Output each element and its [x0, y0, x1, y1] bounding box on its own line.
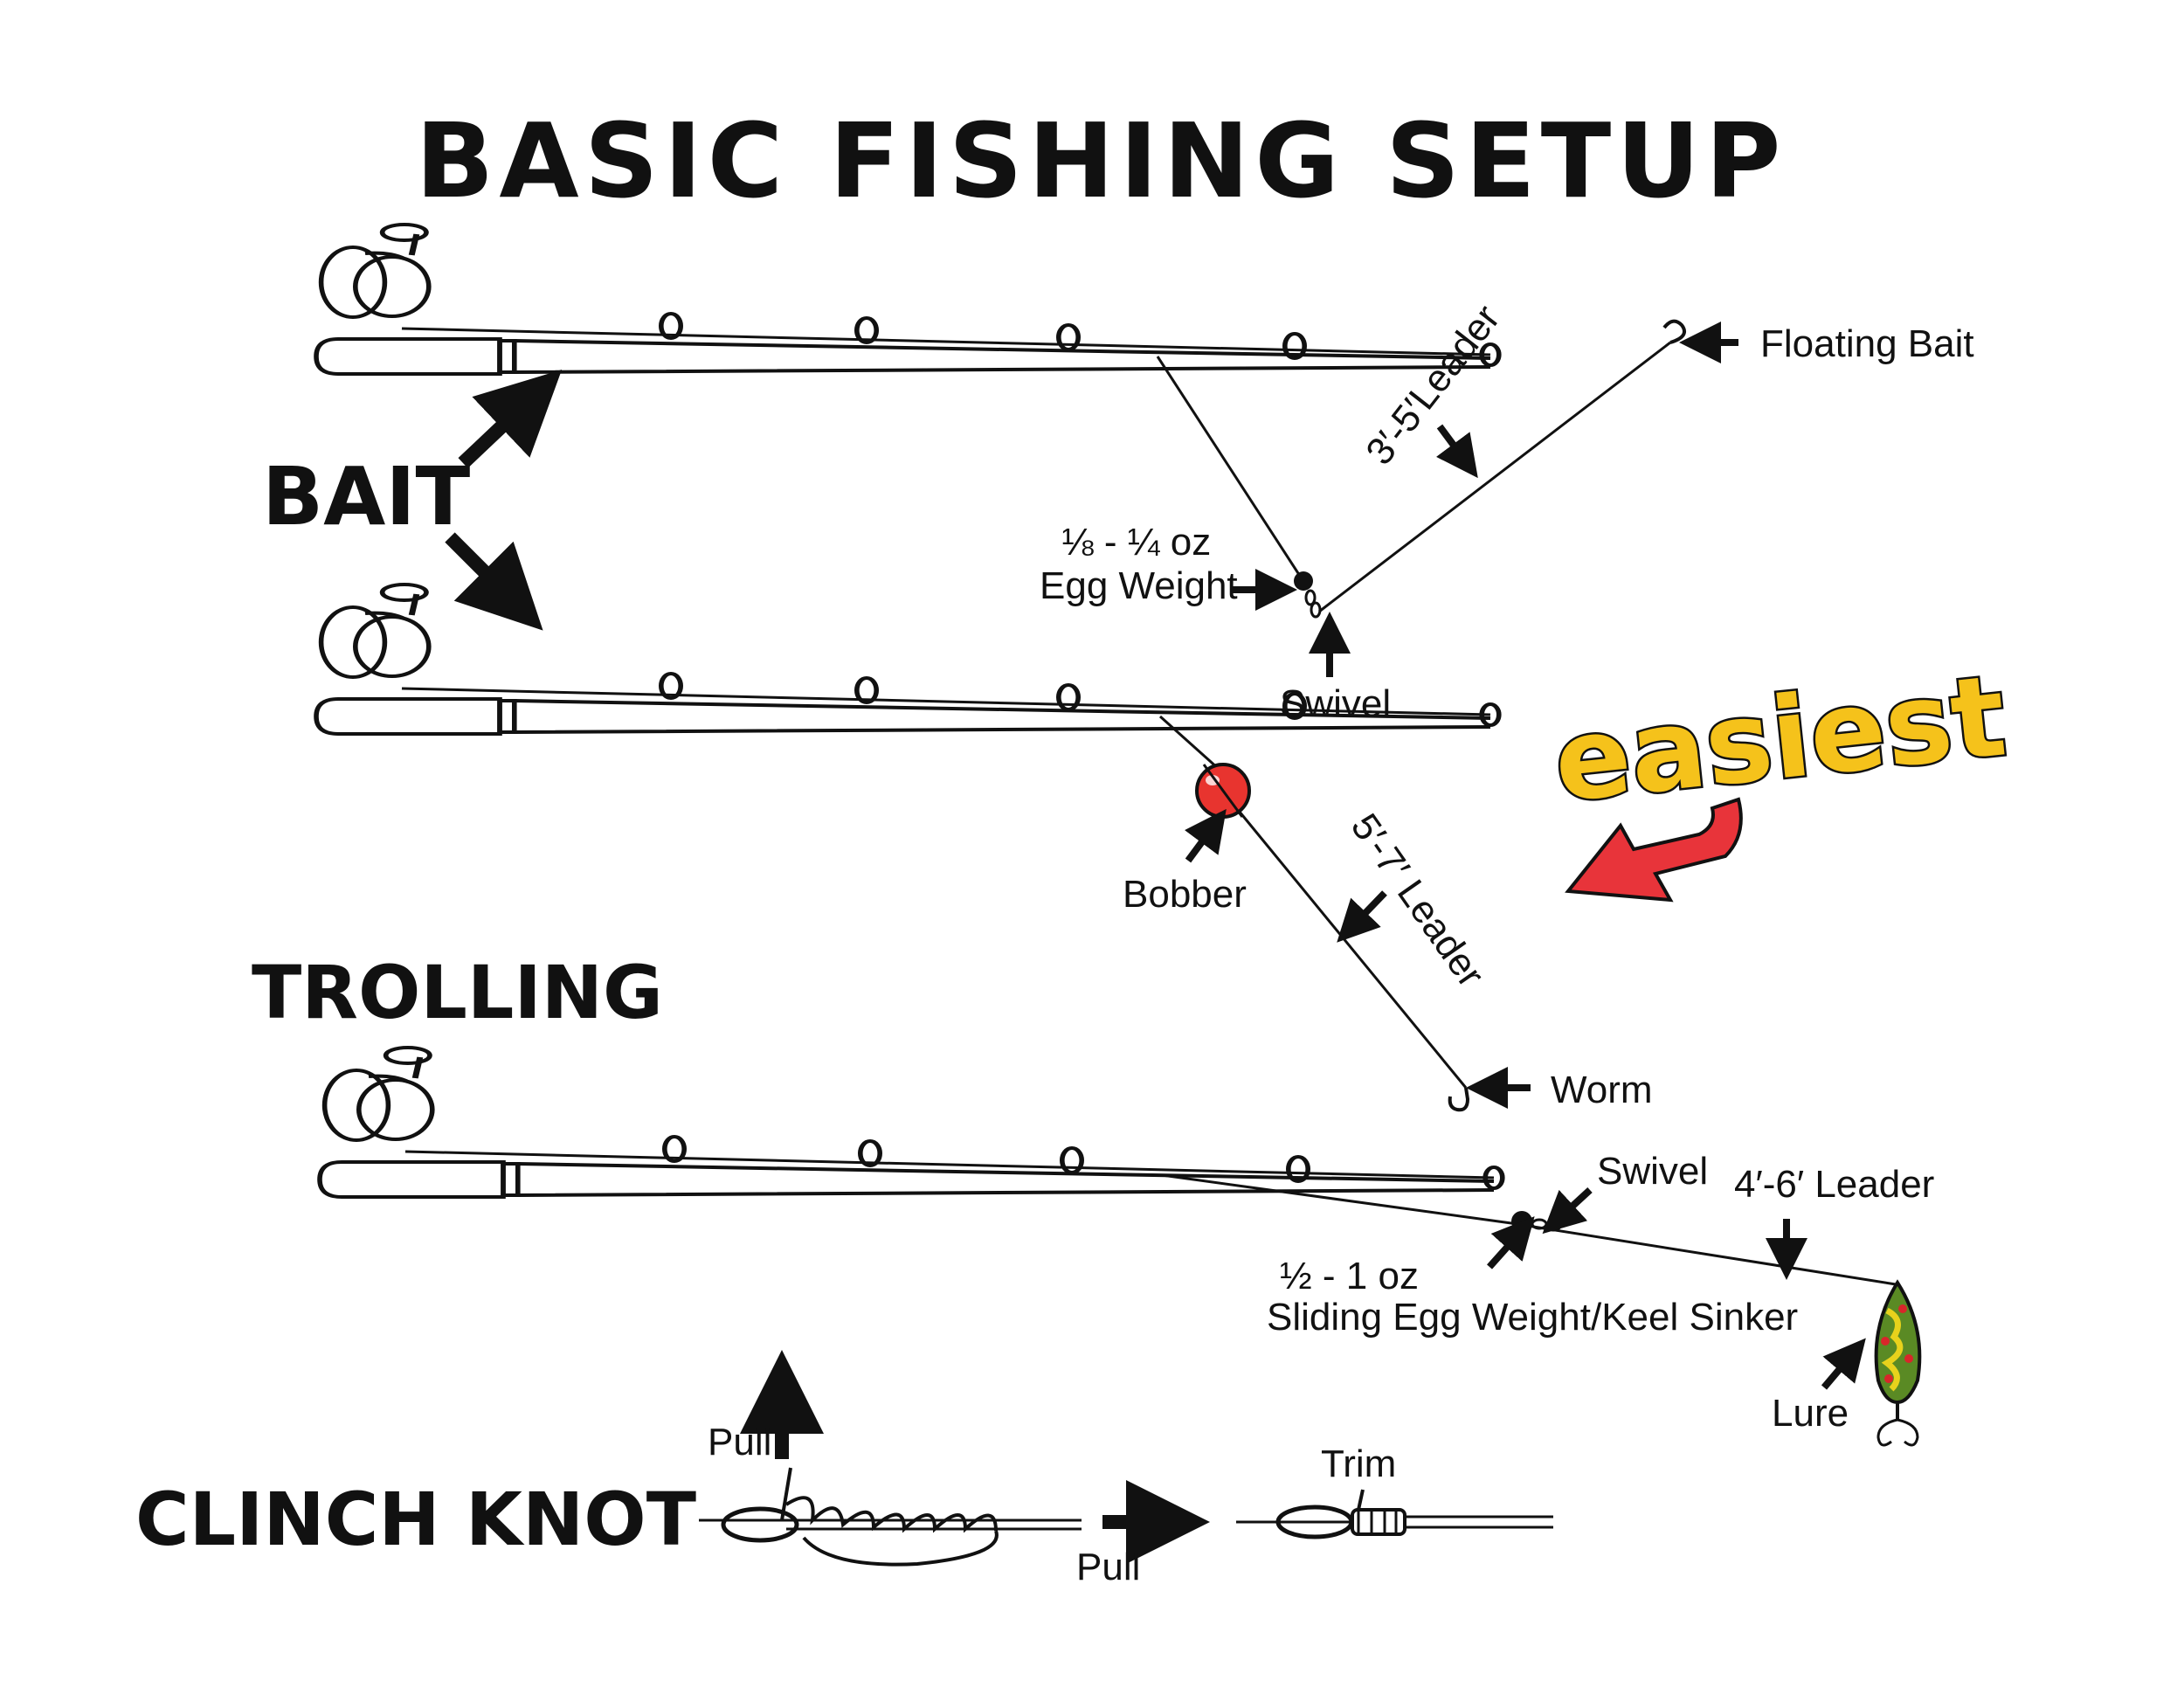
pull-right-label: Pull	[1076, 1546, 1140, 1588]
leader-3-5-label: 3′-5′Leader	[1358, 297, 1508, 473]
section-label-trolling: TROLLING	[252, 950, 663, 1035]
page-title: BASIC FISHING SETUP	[415, 100, 1786, 221]
egg-weight-label: Egg Weight	[1040, 564, 1238, 607]
section-label-bait: BAIT	[262, 450, 471, 543]
clinch-knot-step-2	[1236, 1489, 1553, 1539]
floating-bait-label: Floating Bait	[1760, 322, 1974, 365]
bait-arrow-down	[445, 532, 543, 631]
lure-arrow	[1821, 1338, 1866, 1390]
sliding-weight-label: Sliding Egg Weight/Keel Sinker	[1267, 1296, 1798, 1339]
trim-label: Trim	[1321, 1442, 1396, 1485]
swivel-top-label: Swivel	[1280, 682, 1391, 725]
trolling-swivel-label: Swivel	[1597, 1150, 1708, 1193]
sliding-weight-size-label: ½ - 1 oz	[1280, 1255, 1419, 1297]
worm-hook-icon	[1448, 1087, 1470, 1112]
worm-label: Worm	[1551, 1069, 1653, 1111]
bobber-arrow	[1184, 808, 1227, 863]
leader-5-7-arrow	[1337, 890, 1387, 943]
egg-weight-icon	[1294, 571, 1313, 591]
leader-4-6-label: 4′-6′ Leader	[1734, 1163, 1934, 1206]
sliding-weight-arrow	[1487, 1216, 1535, 1269]
bait-arrow-up	[458, 370, 563, 468]
bobber-icon	[1195, 763, 1251, 819]
easiest-arrow	[1565, 797, 1743, 903]
egg-weight-size-label: ⅛ - ¼ oz	[1061, 521, 1211, 564]
trolling-swivel-arrow	[1542, 1187, 1593, 1235]
bobber-label: Bobber	[1123, 873, 1247, 916]
easiest-callout: easiest	[1548, 651, 2011, 827]
floating-bait-hook-icon	[1662, 319, 1686, 344]
leader-3-5-arrow	[1435, 424, 1478, 479]
worm-leader-line	[1237, 810, 1468, 1089]
trolling-rod	[320, 1048, 1503, 1197]
leader-line-top	[1318, 341, 1671, 613]
lure-label: Lure	[1772, 1392, 1849, 1435]
lure-icon	[1874, 1279, 1922, 1447]
swivel-icon	[1304, 589, 1317, 606]
clinch-knot-step-1	[699, 1467, 1082, 1567]
trolling-swivel-icon	[1531, 1218, 1548, 1230]
sliding-weight-icon	[1511, 1211, 1532, 1232]
section-label-clinch-knot: CLINCH KNOT	[135, 1477, 696, 1562]
main-line-top	[1156, 356, 1308, 586]
bobber-line	[1158, 715, 1220, 771]
pull-up-label: Pull	[708, 1421, 771, 1463]
bait-rod-top	[316, 225, 1499, 374]
